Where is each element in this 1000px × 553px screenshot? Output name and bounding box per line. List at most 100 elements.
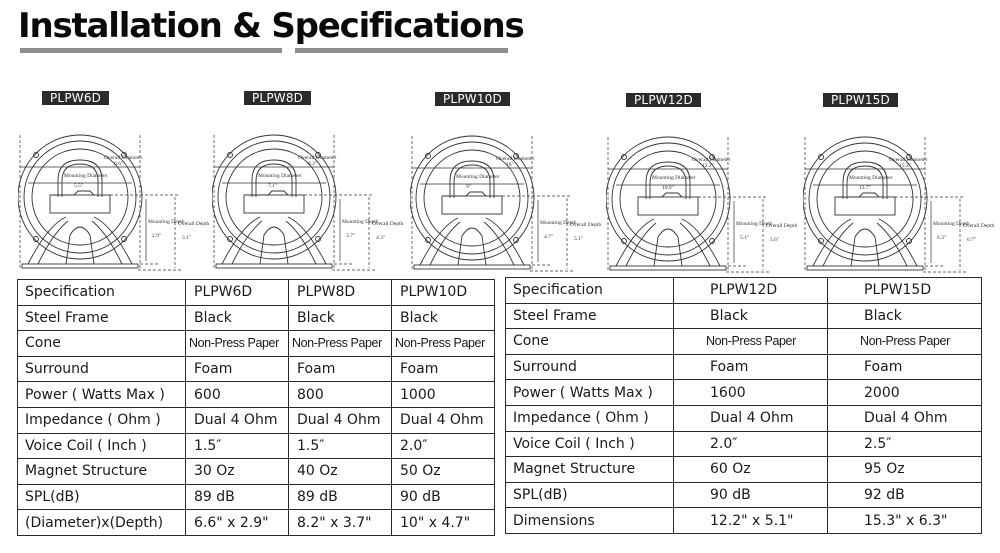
- mounting-diameter-value: 13.7": [859, 185, 871, 191]
- overall-depth-value: 5.1": [574, 236, 583, 242]
- table-cell: 60 Oz: [673, 456, 828, 483]
- mounting-diameter-label: Mounting Diameter: [849, 175, 893, 181]
- speaker-diagram: PLPW6D: [18, 91, 218, 271]
- speaker-diagram: PLPW15D: [803, 93, 1000, 273]
- row-label: SPL(dB): [17, 483, 186, 511]
- row-label: Magnet Structure: [505, 456, 674, 483]
- table-cell: Non-Press Paper: [673, 328, 828, 355]
- model-badge: PLPW8D: [244, 91, 312, 105]
- row-label: Steel Frame: [505, 302, 674, 330]
- page-title: Installation & Specifications: [18, 6, 525, 46]
- overall-depth-label: Overall Depth: [963, 223, 995, 229]
- table-cell: 1.5″: [185, 432, 289, 460]
- table-cell: 2.0″: [673, 430, 828, 458]
- speaker-drawing: Overall Diameter 6.6" Mounting Diameter …: [18, 134, 210, 271]
- table-cell: 95 Oz: [827, 456, 982, 483]
- row-label: Power ( Watts Max ): [505, 379, 674, 406]
- table-cell: Non-Press Paper: [827, 328, 982, 355]
- mounting-depth-label: Mounting Depth: [342, 219, 379, 225]
- table-cell: 92 dB: [827, 481, 982, 509]
- column-header: PLPW8D: [288, 279, 392, 306]
- mounting-diameter-label: Mounting Diameter: [652, 175, 696, 181]
- table-cell: Dual 4 Ohm: [288, 406, 392, 434]
- row-label: Dimensions: [505, 507, 674, 534]
- table-cell: Non-Press Paper: [391, 330, 495, 357]
- table-cell: 1600: [673, 379, 828, 406]
- table-cell: Dual 4 Ohm: [391, 406, 495, 434]
- table-cell: 89 dB: [185, 483, 289, 511]
- row-label: Impedance ( Ohm ): [505, 404, 674, 432]
- table-cell: 40 Oz: [288, 458, 392, 485]
- row-label: (Diameter)x(Depth): [17, 509, 186, 536]
- table-cell: 89 dB: [288, 483, 392, 511]
- table-cell: 50 Oz: [391, 458, 495, 485]
- mounting-diameter-value: 10.9": [662, 185, 674, 191]
- row-label: Cone: [505, 328, 674, 355]
- table-cell: 90 dB: [391, 483, 495, 511]
- table-cell: Foam: [673, 353, 828, 381]
- table-cell: 600: [185, 381, 289, 408]
- speaker-diagram: PLPW12D: [606, 93, 806, 273]
- overall-depth-label: Overall Depth: [570, 222, 602, 228]
- table-cell: 2.5″: [827, 430, 982, 458]
- speaker-drawing: Overall Diameter 10" Mounting Diameter 9…: [410, 135, 602, 272]
- row-label: Surround: [505, 353, 674, 381]
- table-cell: Black: [827, 302, 982, 330]
- mounting-depth-label: Mounting Depth: [540, 220, 577, 226]
- column-header: PLPW10D: [391, 279, 495, 306]
- overall-diameter-value: 12.2": [702, 163, 714, 169]
- table-cell: 2.0″: [391, 432, 495, 460]
- table-cell: 8.2" x 3.7": [288, 509, 392, 536]
- row-label: Voice Coil ( Inch ): [17, 432, 186, 460]
- column-header: PLPW6D: [185, 279, 289, 306]
- table-cell: Foam: [288, 355, 392, 383]
- table-cell: 1.5″: [288, 432, 392, 460]
- overall-diameter-value: 15.3": [899, 163, 911, 169]
- row-label: Power ( Watts Max ): [17, 381, 186, 408]
- table-cell: Foam: [827, 353, 982, 381]
- overall-depth-value: 6.7": [967, 237, 976, 243]
- mounting-diameter-value: 9": [466, 184, 471, 190]
- mounting-diameter-label: Mounting Diameter: [258, 173, 302, 179]
- overall-diameter-label: Overall Diameter: [298, 155, 336, 161]
- overall-diameter-label: Overall Diameter: [889, 157, 927, 163]
- speaker-diagram: PLPW10D: [410, 92, 610, 272]
- speaker-diagram: PLPW8D: [212, 91, 412, 271]
- row-label: Specification: [17, 279, 186, 306]
- column-header: PLPW12D: [673, 277, 828, 304]
- row-label: Impedance ( Ohm ): [17, 406, 186, 434]
- row-label: Cone: [17, 330, 186, 357]
- model-badge: PLPW15D: [823, 93, 898, 107]
- mounting-depth-value: 3.7": [346, 233, 355, 239]
- table-cell: Black: [673, 302, 828, 330]
- mounting-depth-value: 6.3": [937, 235, 946, 241]
- row-label: Steel Frame: [17, 304, 186, 332]
- table-cell: 10" x 4.7": [391, 509, 495, 536]
- table-cell: Black: [391, 304, 495, 332]
- overall-depth-value: 4.3": [376, 235, 385, 241]
- table-cell: 6.6" x 2.9": [185, 509, 289, 536]
- mounting-depth-label: Mounting Depth: [736, 221, 773, 227]
- mounting-diameter-label: Mounting Diameter: [64, 173, 108, 179]
- table-cell: Black: [185, 304, 289, 332]
- table-cell: Dual 4 Ohm: [673, 404, 828, 432]
- mounting-depth-value: 5.1": [740, 235, 749, 241]
- mounting-diameter-value: 5.5": [74, 183, 83, 189]
- title-underline: [295, 48, 508, 53]
- table-row: Voice Coil ( Inch )1.5″1.5″2.0″: [17, 432, 495, 460]
- speaker-drawing: Overall Diameter 15.3" Mounting Diameter…: [803, 136, 995, 273]
- table-row: (Diameter)x(Depth)6.6" x 2.9"8.2" x 3.7"…: [17, 509, 495, 536]
- table-cell: Foam: [185, 355, 289, 383]
- table-cell: Black: [288, 304, 392, 332]
- overall-diameter-label: Overall Diameter: [496, 156, 534, 162]
